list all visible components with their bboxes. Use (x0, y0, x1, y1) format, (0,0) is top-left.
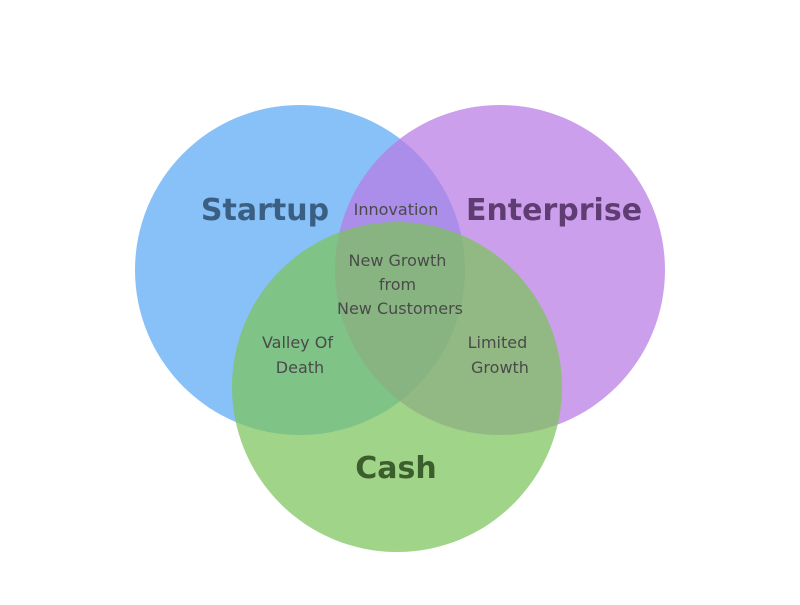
limited-line-1: Limited (468, 333, 528, 352)
new-growth-label: New Growth from New Customers (337, 251, 463, 318)
valley-of-death-label: Valley Of Death (262, 333, 338, 377)
new-growth-line-1: New Growth (349, 251, 447, 270)
enterprise-label: Enterprise (466, 193, 642, 228)
startup-label: Startup (201, 193, 329, 228)
valley-line-2: Death (276, 358, 324, 377)
valley-line-1: Valley Of (262, 333, 333, 352)
new-growth-line-2: from (379, 275, 416, 294)
cash-circle (232, 222, 562, 552)
cash-label: Cash (355, 451, 436, 486)
limited-line-2: Growth (471, 358, 529, 377)
innovation-label: Innovation (354, 200, 439, 219)
limited-growth-label: Limited Growth (468, 333, 533, 377)
new-growth-line-3: New Customers (337, 299, 463, 318)
